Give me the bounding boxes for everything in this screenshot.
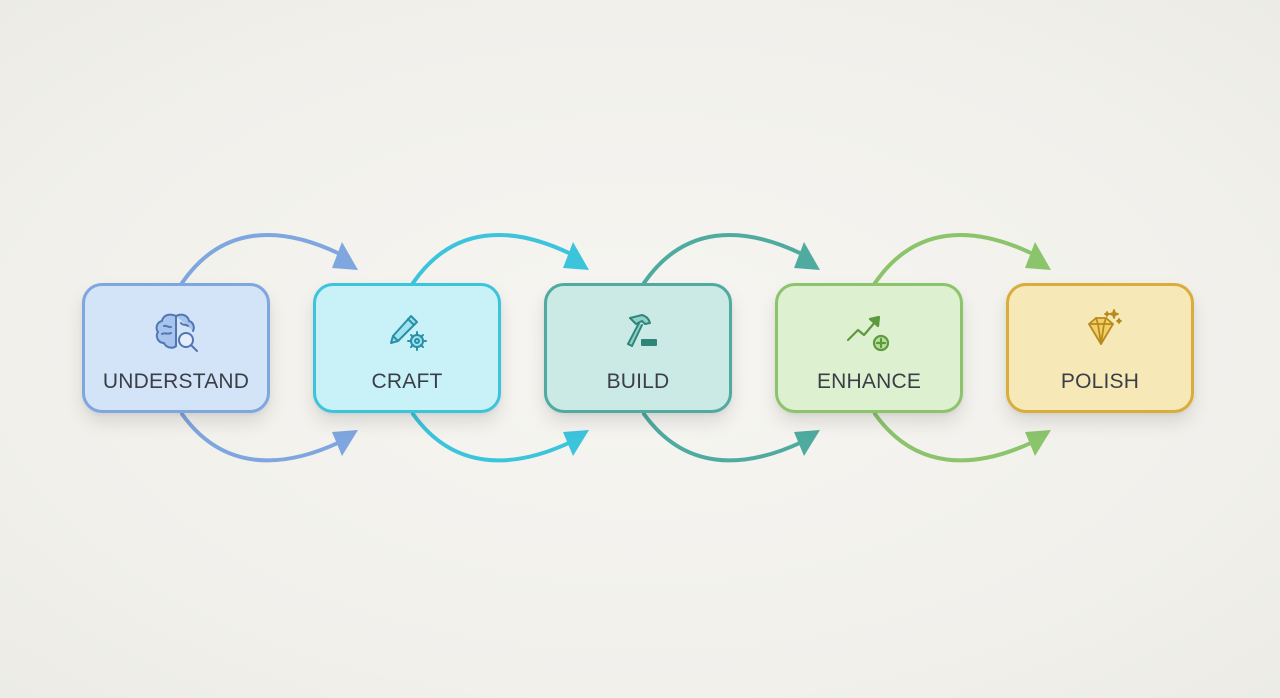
step-understand: UNDERSTAND [82,283,270,413]
brain-search-icon [150,306,202,358]
connector-arc-top [180,232,342,285]
connector-arc-bottom [873,412,1035,463]
arrowhead-top [1025,242,1051,270]
hammer-icon [612,306,664,358]
arrowhead-bottom [794,430,820,456]
growth-chart-icon [843,306,895,358]
step-label: BUILD [606,370,670,393]
arrowhead-top [563,242,589,270]
arrowhead-top [794,242,820,270]
arrowhead-top [332,242,358,270]
connector-arc-bottom [411,412,573,463]
connector-arc-top [642,232,804,285]
connector-arc-top [411,232,573,285]
step-label: ENHANCE [816,370,922,393]
connector-arc-top [873,232,1035,285]
arrowhead-bottom [563,430,589,456]
step-polish: POLISH [1006,283,1194,413]
step-label: POLISH [1060,370,1140,393]
connector-arc-bottom [642,412,804,463]
arrowhead-bottom [332,430,358,456]
step-craft: CRAFT [313,283,501,413]
pencil-gear-icon [381,306,433,358]
arrowhead-bottom [1025,430,1051,456]
step-enhance: ENHANCE [775,283,963,413]
diamond-icon [1074,306,1126,358]
step-build: BUILD [544,283,732,413]
step-label: CRAFT [371,370,443,393]
step-label: UNDERSTAND [102,370,250,393]
connector-arc-bottom [180,412,342,463]
